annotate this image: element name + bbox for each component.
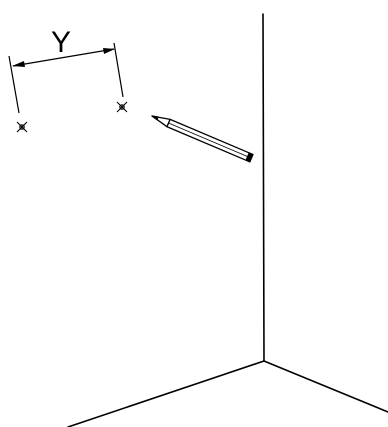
mark-cross-icon xyxy=(116,101,128,113)
pencil-end xyxy=(245,152,254,163)
pencil-tip xyxy=(151,115,171,128)
dimension-label-y: Y xyxy=(51,26,71,59)
mark-cross-icon xyxy=(16,121,28,133)
dimension-line xyxy=(12,48,115,67)
extension-line-right xyxy=(113,42,124,98)
dimension-y xyxy=(8,42,124,114)
pencil-icon xyxy=(151,115,254,163)
pencil-lead xyxy=(151,115,159,121)
dimension-arrow-right xyxy=(103,48,115,54)
extension-line-left xyxy=(8,55,20,114)
wall-corner-line xyxy=(262,13,265,362)
room-corner xyxy=(67,13,388,427)
floor-line-left xyxy=(67,360,265,427)
dimension-arrow-left xyxy=(12,61,25,67)
floor-line-right xyxy=(263,360,388,413)
